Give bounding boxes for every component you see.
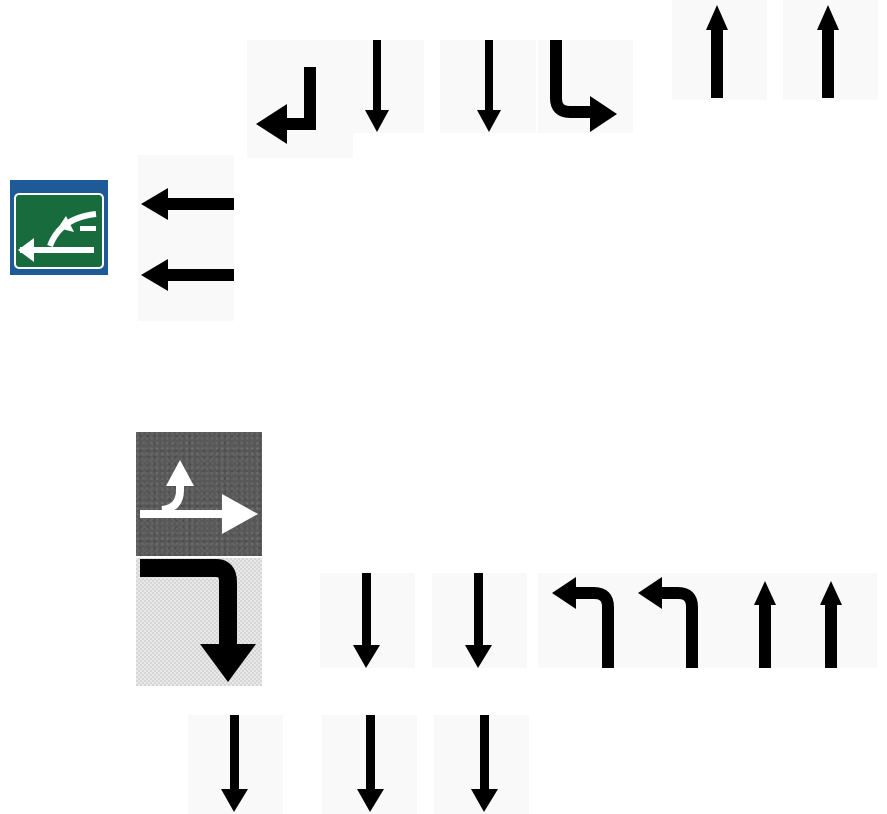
down-arrow-icon (320, 573, 415, 668)
left-turn-arrow-icon (538, 573, 622, 668)
up-arrow-icon (783, 0, 878, 100)
up-arrow-icon (797, 573, 877, 668)
left-turn-arrow-icon (622, 573, 717, 668)
up-arrow-icon (672, 0, 767, 100)
down-arrow-icon (188, 715, 283, 814)
double-left-arrow-icon (138, 155, 234, 321)
down-arrow-icon (322, 715, 417, 814)
down-arrow-icon (432, 573, 527, 668)
down-arrow-icon (353, 40, 424, 133)
down-arrow-icon (434, 715, 529, 814)
exit-road-sign-icon (10, 180, 108, 275)
right-down-arrow-icon (136, 558, 262, 686)
up-arrow-icon (717, 573, 797, 668)
down-arrow-icon (440, 40, 536, 133)
down-left-arrow-icon (247, 40, 353, 158)
straight-right-road-marking-icon (136, 432, 262, 556)
down-right-arrow-icon (538, 40, 633, 133)
